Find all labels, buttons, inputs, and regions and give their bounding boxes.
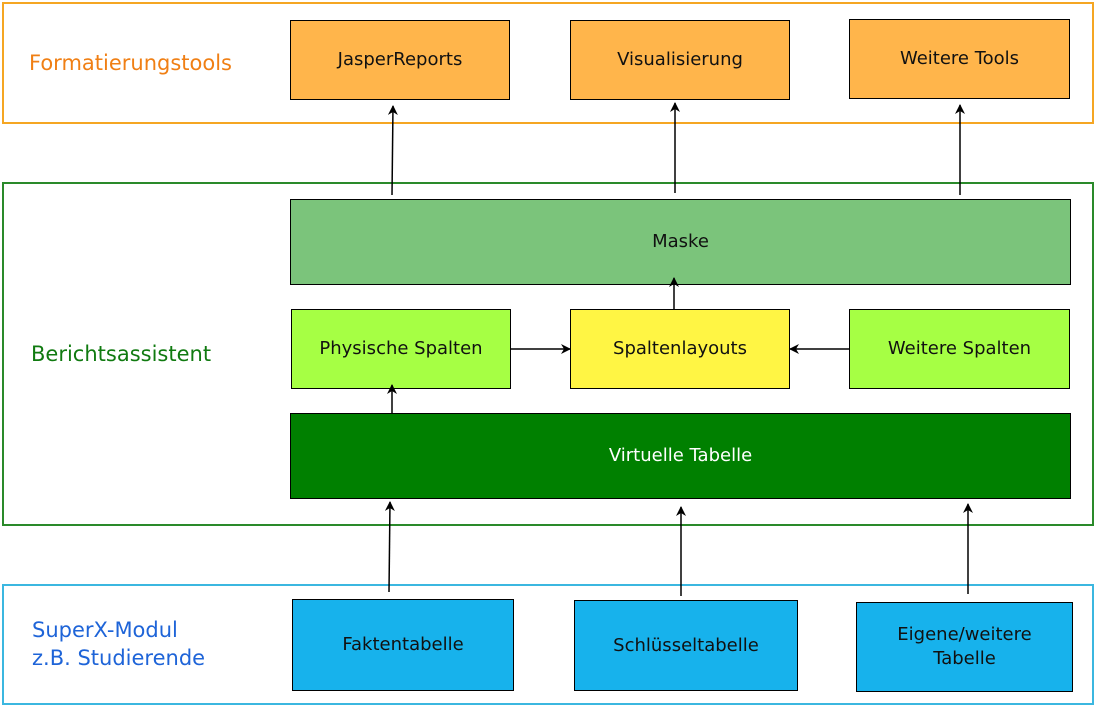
layer-label-superx-modul: SuperX-Modul z.B. Studierende <box>32 618 206 670</box>
node-weitere-tools: Weitere Tools <box>849 19 1070 99</box>
layer-label-formatierungstools: Formatierungstools <box>29 51 232 75</box>
node-physische-spalten: Physische Spalten <box>291 309 511 389</box>
node-schluesseltabelle: Schlüsseltabelle <box>574 600 798 691</box>
layer-superx-modul <box>2 584 1094 705</box>
node-spaltenlayouts: Spaltenlayouts <box>570 309 790 389</box>
node-jasperreports: JasperReports <box>290 20 510 100</box>
node-maske: Maske <box>290 199 1071 285</box>
node-weitere-spalten: Weitere Spalten <box>849 309 1070 389</box>
layer-label-berichtsassistent: Berichtsassistent <box>31 342 212 366</box>
layer-formatierungstools <box>2 2 1094 124</box>
layer-berichtsassistent <box>2 182 1094 526</box>
node-faktentabelle: Faktentabelle <box>292 599 514 691</box>
arrow-faktentabelle-to-virtuelle <box>384 501 395 593</box>
node-eigene-weitere-tabelle: Eigene/weitere Tabelle <box>856 602 1073 692</box>
node-visualisierung: Visualisierung <box>570 20 790 100</box>
arrow-maske-to-jasperreports <box>387 105 398 196</box>
node-virtuelle-tabelle: Virtuelle Tabelle <box>290 413 1071 499</box>
